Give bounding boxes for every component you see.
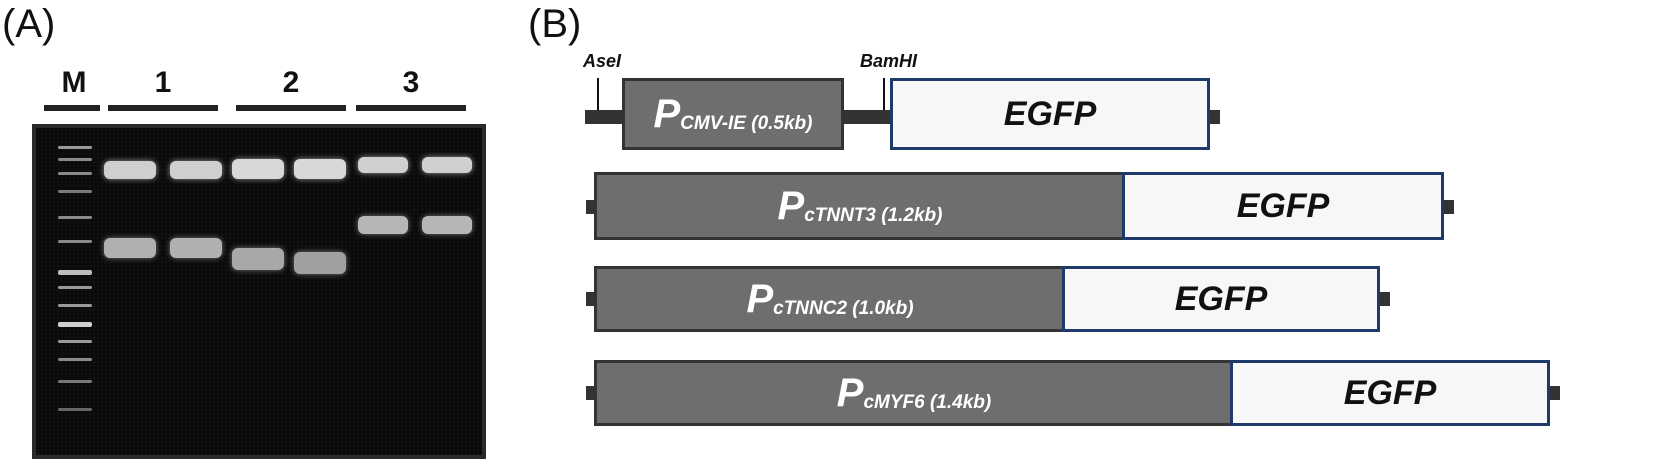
ladder-band <box>58 190 92 193</box>
promoter-label: P <box>836 370 864 415</box>
gel-band <box>358 216 408 234</box>
backbone-line <box>585 110 625 124</box>
promoter-subscript: cTNNC2 (1.0kb) <box>773 298 914 319</box>
promoter-label: P <box>746 276 774 321</box>
egfp-block: EGFP <box>1230 360 1550 426</box>
egfp-block: EGFP <box>1062 266 1380 332</box>
gel-band <box>170 161 222 179</box>
ladder-band <box>58 340 92 343</box>
gel-band <box>104 238 156 258</box>
panel-label-b: (B) <box>528 2 582 46</box>
lane-label-1: 1 <box>154 66 172 99</box>
gel-band <box>358 157 408 173</box>
gel-band <box>232 248 284 270</box>
ladder-band <box>58 408 92 411</box>
lane-label-2: 2 <box>282 66 300 99</box>
panel-label-a: (A) <box>2 2 56 46</box>
gel-band <box>232 159 284 179</box>
backbone-end <box>1380 292 1390 306</box>
gel-band <box>422 216 472 234</box>
agarose-gel <box>32 124 486 459</box>
backbone-end <box>586 386 596 400</box>
ladder-band <box>58 158 92 161</box>
ladder-band <box>58 304 92 307</box>
lane-label-m: M <box>61 66 87 99</box>
backbone-line <box>844 110 892 124</box>
gel-band <box>422 157 472 173</box>
backbone-end <box>586 292 596 306</box>
site-label-bamhi: BamHI <box>860 51 918 71</box>
egfp-block: EGFP <box>890 78 1210 150</box>
promoter-subscript: cMYF6 (1.4kb) <box>863 392 992 413</box>
ladder-band <box>58 270 92 275</box>
backbone-end <box>1550 386 1560 400</box>
gel-band <box>170 238 222 258</box>
ladder-band <box>58 216 92 219</box>
ladder-band <box>58 322 92 327</box>
promoter-label: P <box>653 91 681 136</box>
ladder-band <box>58 380 92 383</box>
promoter-subscript: CMV-IE (0.5kb) <box>680 113 813 134</box>
lane-bar-1 <box>108 105 218 111</box>
promoter-subscript: cTNNT3 (1.2kb) <box>804 205 943 226</box>
ladder-band <box>58 146 92 149</box>
promoter-label: P <box>777 183 805 228</box>
gel-band <box>294 159 346 179</box>
site-label-asei: AseI <box>583 51 622 71</box>
site-tick-bamhi <box>883 78 885 118</box>
backbone-end <box>586 200 596 214</box>
gel-band <box>294 252 346 274</box>
backbone-end <box>1444 200 1454 214</box>
ladder-band <box>58 240 92 243</box>
lane-bar-m <box>44 105 100 111</box>
ladder-band <box>58 172 92 175</box>
ladder-band <box>58 358 92 361</box>
backbone-end <box>1210 110 1220 124</box>
gel-band <box>104 161 156 179</box>
ladder-band <box>58 286 92 289</box>
lane-label-3: 3 <box>402 66 420 99</box>
egfp-block: EGFP <box>1122 172 1444 240</box>
site-tick-asei <box>597 78 599 118</box>
lane-bar-3 <box>356 105 466 111</box>
lane-bar-2 <box>236 105 346 111</box>
